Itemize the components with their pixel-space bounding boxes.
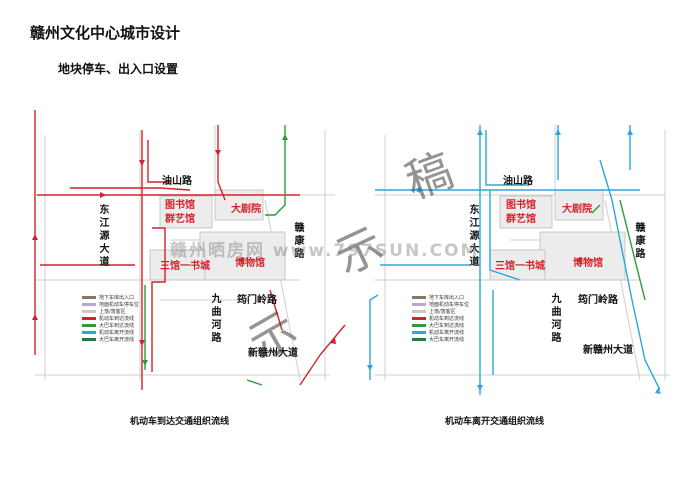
legend-row: 大巴车离开流线 [82,336,139,343]
legend-row: 大巴车到达流线 [82,322,139,329]
legend-swatch [82,303,96,306]
legend-swatch [82,338,96,341]
left-bus-routes [144,125,286,386]
right-road-xinganzhou: 新赣州大道 [583,345,633,356]
legend-swatch [412,310,426,313]
right-departure-arrows [367,129,661,394]
left-arrival-arrows [32,150,336,346]
left-bus-arrows [142,134,288,366]
page-title: 赣州文化中心城市设计 [30,24,181,42]
legend-row: 机动车到达流线 [82,315,139,322]
legend-row: 机动车离开流线 [412,329,469,336]
legend-label: 机动车到达流线 [99,316,135,322]
left-label-theater: 大剧院 [231,204,261,215]
left-label-art-center: 群艺馆 [165,214,195,225]
left-label-museum: 博物馆 [235,258,265,269]
legend-label: 地下车库出入口 [429,295,465,301]
right-road-jiuquhe: 九曲河路 [549,293,560,345]
left-road-jiuquhe: 九曲河路 [209,293,220,345]
legend-label: 大巴车到达流线 [99,323,135,329]
left-arrival-routes [34,110,346,390]
legend-row: 地面机动车停车位 [82,301,139,308]
left-road-youshan: 油山路 [162,176,192,187]
legend-row: 大巴车到达流线 [412,322,469,329]
legend-label: 上落/落客区 [429,309,456,315]
legend-row: 机动车离开流线 [82,329,139,336]
right-buildings [489,189,626,281]
legend-label: 大巴车离开流线 [99,337,135,343]
legend-row: 大巴车离开流线 [412,336,469,343]
left-caption: 机动车到达交通组织流线 [130,417,230,427]
left-label-sanguan: 三馆一书城 [160,261,210,272]
right-caption: 机动车离开交通组织流线 [445,417,545,427]
right-label-theater: 大剧院 [562,204,592,215]
right-road-dongjiangyuan: 东江源大道 [467,204,478,269]
legend-label: 机动车离开流线 [99,330,135,336]
left-road-yunmenling: 筠门岭路 [237,295,277,306]
legend-label: 地面机动车停车位 [99,302,140,308]
legend-swatch [412,338,426,341]
left-legend: 地下车库出入口 地面机动车停车位 上落/落客区 机动车到达流线 大巴车到达流线 … [82,294,139,343]
legend-row: 地面机动车停车位 [412,301,469,308]
legend-swatch [412,324,426,327]
legend-label: 地下车库出入口 [99,295,135,301]
legend-label: 地面机动车停车位 [429,302,470,308]
right-road-gankang: 赣康路 [633,222,644,261]
right-site-map [367,125,670,395]
legend-swatch [82,324,96,327]
left-label-library: 图书馆 [165,200,195,211]
right-legend: 地下车库出入口 地面机动车停车位 上落/落客区 机动车到达流线 大巴车到达流线 … [412,294,469,343]
legend-row: 地下车库出入口 [82,294,139,301]
right-road-youshan: 油山路 [503,176,533,187]
left-buildings [149,189,286,281]
right-bus-routes [591,199,646,301]
right-label-sanguan: 三馆一书城 [495,261,545,272]
left-road-xinganzhou: 新赣州大道 [248,348,298,359]
left-road-dongjiangyuan: 东江源大道 [97,204,108,269]
legend-label: 机动车到达流线 [429,316,465,322]
left-site-map [32,110,346,390]
legend-label: 大巴车到达流线 [429,323,465,329]
legend-swatch [82,317,96,320]
right-label-library: 图书馆 [506,200,536,211]
legend-label: 上落/落客区 [99,309,126,315]
legend-label: 大巴车离开流线 [429,337,465,343]
legend-swatch [412,303,426,306]
legend-swatch [412,331,426,334]
left-road-gankang: 赣康路 [292,222,303,261]
right-label-art-center: 群艺馆 [506,214,536,225]
legend-row: 机动车到达流线 [412,315,469,322]
legend-swatch [82,310,96,313]
legend-swatch [412,317,426,320]
right-label-museum: 博物馆 [573,258,603,269]
page-subtitle: 地块停车、出入口设置 [58,62,179,76]
right-road-yunmenling: 筠门岭路 [578,295,618,306]
watermark-url: 赣州晒房网 www.797SUN.COM [170,241,480,261]
legend-row: 上落/落客区 [82,308,139,315]
legend-swatch [412,296,426,299]
legend-row: 上落/落客区 [412,308,469,315]
legend-swatch [82,331,96,334]
legend-row: 地下车库出入口 [412,294,469,301]
legend-label: 机动车离开流线 [429,330,465,336]
legend-swatch [82,296,96,299]
